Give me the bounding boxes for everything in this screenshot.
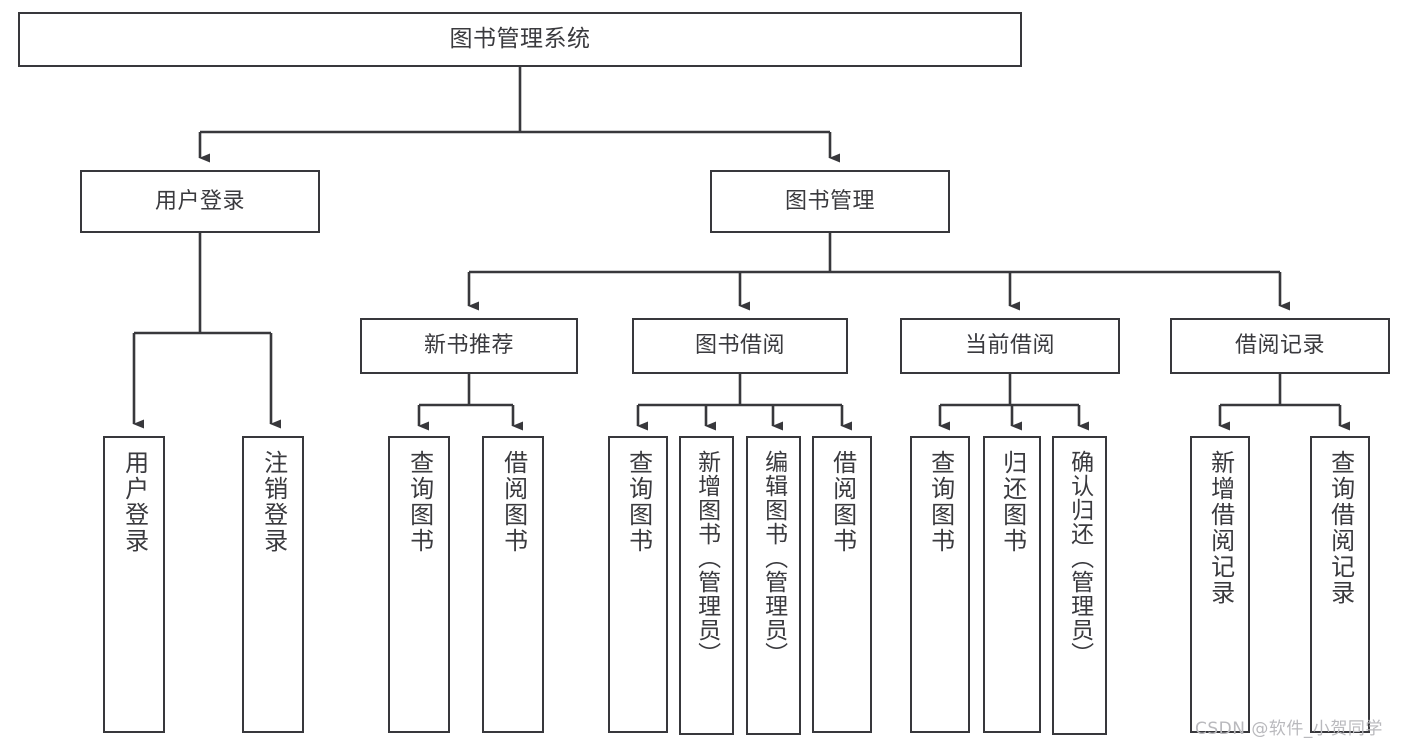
node-leaf-borrow-book-rec-label: 借阅图书	[499, 450, 528, 554]
node-user-login-label: 用户登录	[154, 188, 245, 214]
node-leaf-add-record[interactable]: 新增借阅记录	[1190, 436, 1250, 733]
node-leaf-query-book-bb[interactable]: 查询图书	[608, 436, 668, 733]
node-leaf-query-book-cb[interactable]: 查询图书	[910, 436, 970, 733]
node-leaf-query-record[interactable]: 查询借阅记录	[1310, 436, 1370, 733]
node-book-manage-label: 图书管理	[784, 188, 875, 214]
node-leaf-query-book-cb-label: 查询图书	[926, 450, 955, 554]
node-leaf-add-book-label: 新增图书（管理员）	[693, 450, 720, 666]
node-root-label: 图书管理系统	[449, 25, 591, 52]
csdn-watermark: CSDN @软件_小贺同学	[1195, 719, 1383, 739]
node-leaf-logout[interactable]: 注销登录	[242, 436, 304, 733]
node-leaf-query-book-rec[interactable]: 查询图书	[388, 436, 450, 733]
node-leaf-edit-book[interactable]: 编辑图书（管理员）	[746, 436, 801, 735]
node-book-borrow[interactable]: 图书借阅	[632, 318, 848, 374]
node-leaf-borrow-book-rec[interactable]: 借阅图书	[482, 436, 544, 733]
node-leaf-query-book-bb-label: 查询图书	[624, 450, 653, 554]
node-leaf-confirm-return[interactable]: 确认归还（管理员）	[1052, 436, 1107, 735]
node-leaf-borrow-book-bb[interactable]: 借阅图书	[812, 436, 872, 733]
node-leaf-add-book[interactable]: 新增图书（管理员）	[679, 436, 734, 735]
node-leaf-borrow-book-bb-label: 借阅图书	[828, 450, 857, 554]
node-root[interactable]: 图书管理系统	[18, 12, 1022, 67]
node-new-book-rec-label: 新书推荐	[423, 333, 514, 359]
node-leaf-add-record-label: 新增借阅记录	[1206, 450, 1235, 606]
node-borrow-record[interactable]: 借阅记录	[1170, 318, 1390, 374]
node-current-borrow[interactable]: 当前借阅	[900, 318, 1120, 374]
node-borrow-record-label: 借阅记录	[1234, 333, 1325, 359]
node-leaf-user-login[interactable]: 用户登录	[103, 436, 165, 733]
node-new-book-rec[interactable]: 新书推荐	[360, 318, 578, 374]
node-leaf-query-record-label: 查询借阅记录	[1326, 450, 1355, 606]
node-leaf-return-book-label: 归还图书	[998, 450, 1027, 554]
node-book-manage[interactable]: 图书管理	[710, 170, 950, 233]
node-leaf-query-book-rec-label: 查询图书	[405, 450, 434, 554]
node-leaf-return-book[interactable]: 归还图书	[983, 436, 1041, 733]
node-leaf-confirm-return-label: 确认归还（管理员）	[1066, 450, 1093, 666]
node-user-login[interactable]: 用户登录	[80, 170, 320, 233]
node-current-borrow-label: 当前借阅	[964, 333, 1055, 359]
node-leaf-user-login-label: 用户登录	[120, 450, 149, 554]
node-book-borrow-label: 图书借阅	[694, 333, 785, 359]
node-leaf-edit-book-label: 编辑图书（管理员）	[760, 450, 787, 666]
node-leaf-logout-label: 注销登录	[259, 450, 288, 554]
